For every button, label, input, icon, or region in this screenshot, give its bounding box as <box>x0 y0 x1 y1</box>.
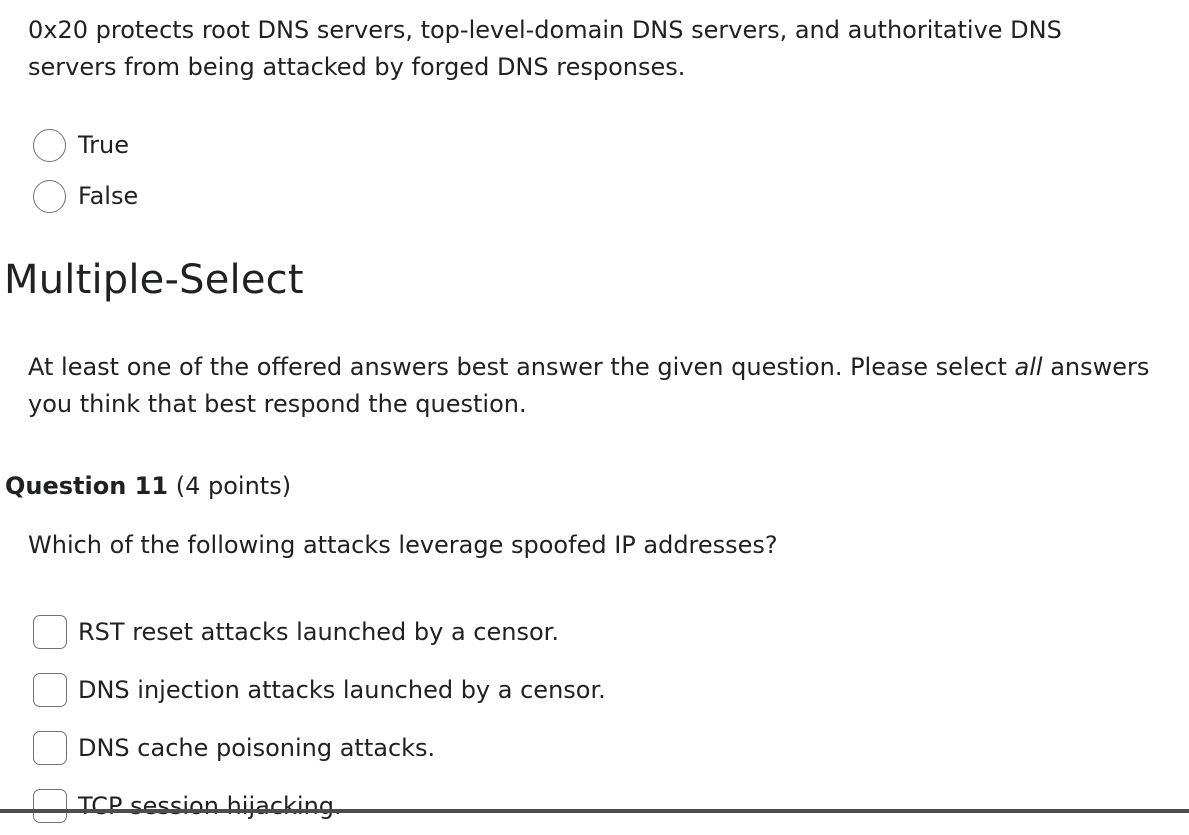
option-dns-cache-poisoning[interactable]: DNS cache poisoning attacks. <box>33 719 606 777</box>
option-tcp-hijacking[interactable]: TCP session hijacking. <box>33 777 606 835</box>
answer-options: RST reset attacks launched by a censor. … <box>33 603 606 835</box>
option-dns-injection[interactable]: DNS injection attacks launched by a cens… <box>33 661 606 719</box>
true-false-options: True False <box>33 120 138 222</box>
question-header: Question 11 (4 points) <box>5 468 291 505</box>
option-label-rst-reset[interactable]: RST reset attacks launched by a censor. <box>78 617 559 646</box>
bottom-divider <box>0 809 1189 813</box>
checkbox-rst-reset[interactable] <box>33 615 67 649</box>
instructions-text-start: At least one of the offered answers best… <box>28 353 1015 381</box>
question-prompt: Which of the following attacks leverage … <box>28 531 778 559</box>
previous-question-text: 0x20 protects root DNS servers, top-leve… <box>28 16 1062 81</box>
option-rst-reset[interactable]: RST reset attacks launched by a censor. <box>33 603 606 661</box>
question-number: Question 11 <box>5 472 169 500</box>
option-false[interactable]: False <box>33 171 138 222</box>
section-instructions: At least one of the offered answers best… <box>28 349 1158 423</box>
radio-button-true[interactable] <box>33 129 66 162</box>
instructions-emphasis: all <box>1014 353 1043 381</box>
option-true[interactable]: True <box>33 120 138 171</box>
section-heading: Multiple-Select <box>4 257 304 303</box>
checkbox-tcp-hijacking[interactable] <box>33 789 67 823</box>
quiz-page: 0x20 protects root DNS servers, top-leve… <box>0 16 1189 823</box>
option-label-tcp-hijacking[interactable]: TCP session hijacking. <box>78 791 342 820</box>
radio-button-false[interactable] <box>33 180 66 213</box>
option-label-dns-injection[interactable]: DNS injection attacks launched by a cens… <box>78 675 606 704</box>
checkbox-dns-cache-poisoning[interactable] <box>33 731 67 765</box>
option-label-false[interactable]: False <box>78 182 139 210</box>
checkbox-dns-injection[interactable] <box>33 673 67 707</box>
instructions-text-end: answers you think that best respond the … <box>28 353 1150 418</box>
question-points: (4 points) <box>175 472 292 500</box>
option-label-true[interactable]: True <box>78 131 129 159</box>
option-label-dns-cache-poisoning[interactable]: DNS cache poisoning attacks. <box>78 733 436 762</box>
